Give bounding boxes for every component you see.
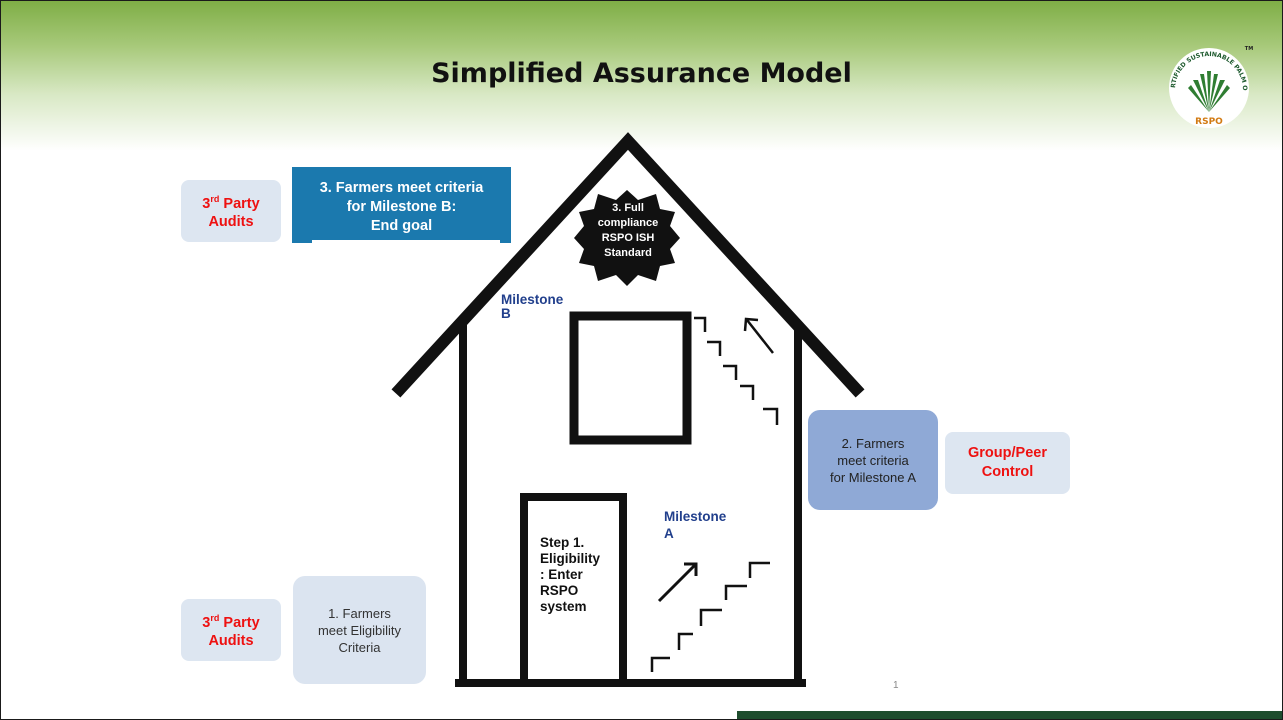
milestone-b-box-line2: for Milestone B: bbox=[346, 199, 457, 215]
footer-bar bbox=[737, 711, 1283, 720]
eligibility-box-line2: meet Eligibility bbox=[317, 622, 402, 638]
house-door bbox=[520, 493, 627, 687]
group-peer-control-box: Group/Peer Control bbox=[945, 432, 1070, 494]
upper-arrow-icon bbox=[743, 317, 774, 354]
logo-brand: RSPO bbox=[1195, 117, 1223, 127]
house-roof bbox=[391, 132, 865, 398]
milestone-b-criteria-box: 3. Farmers meet criteria for Milestone B… bbox=[292, 167, 511, 243]
milestone-b-label: Milestone B bbox=[501, 293, 563, 321]
milestone-b-box-line1: 3. Farmers meet criteria bbox=[319, 180, 484, 196]
milestone-a-box-line1: 2. Farmers bbox=[841, 435, 905, 451]
milestone-a-box-line2: meet criteria bbox=[837, 452, 909, 468]
milestone-b-box-underline bbox=[312, 240, 500, 243]
milestone-b-label-line2: B bbox=[501, 306, 511, 321]
audits-bottom-line1: 3rd Party bbox=[202, 612, 260, 631]
peer-control-line2: Control bbox=[981, 464, 1034, 480]
full-compliance-line2: compliance bbox=[597, 217, 659, 229]
rspo-logo: CERTIFIED SUSTAINABLE PALM OIL RSPO TM bbox=[1163, 40, 1253, 128]
palm-leaves-icon bbox=[1188, 71, 1230, 112]
full-compliance-line3: RSPO ISH bbox=[601, 232, 655, 244]
milestone-a-box-line3: for Milestone A bbox=[830, 469, 916, 485]
page-number: 1 bbox=[893, 680, 899, 691]
peer-control-line1: Group/Peer bbox=[968, 445, 1047, 461]
audits-top-line1: 3rd Party bbox=[202, 193, 260, 212]
milestone-b-label-line1: Milestone bbox=[501, 292, 564, 307]
lower-arrow-icon bbox=[657, 562, 698, 603]
milestone-a-label-line1: Milestone bbox=[664, 509, 727, 524]
door-line2: Eligibility bbox=[540, 551, 601, 566]
eligibility-box-line1: 1. Farmers bbox=[328, 605, 391, 621]
audits-top-line2: Audits bbox=[208, 214, 254, 231]
door-line3: : Enter bbox=[540, 567, 583, 582]
third-party-audits-top-box: 3rd Party Audits bbox=[181, 180, 281, 242]
lower-staircase-icon bbox=[650, 561, 770, 672]
milestone-b-box-line3: End goal bbox=[370, 218, 433, 234]
third-party-audits-bottom-box: 3rd Party Audits bbox=[181, 599, 281, 661]
slide-title: Simplified Assurance Model bbox=[431, 58, 852, 89]
eligibility-box-line3: Criteria bbox=[338, 639, 381, 655]
full-compliance-text: 3. Full compliance RSPO ISH Standard bbox=[585, 201, 671, 261]
upper-staircase-icon bbox=[694, 316, 779, 425]
compliance-starburst bbox=[574, 190, 680, 286]
milestone-a-criteria-box: 2. Farmers meet criteria for Milestone A bbox=[808, 410, 938, 510]
full-compliance-line4: Standard bbox=[604, 247, 652, 259]
logo-trademark: TM bbox=[1245, 46, 1253, 52]
full-compliance-line1: 3. Full bbox=[612, 202, 644, 214]
milestone-a-label: Milestone A bbox=[664, 508, 726, 542]
door-line4: RSPO bbox=[540, 583, 579, 598]
door-line1: Step 1. bbox=[540, 535, 585, 550]
door-step-text: Step 1. Eligibility : Enter RSPO system bbox=[540, 535, 630, 615]
milestone-a-label-line2: A bbox=[664, 526, 674, 541]
header-band bbox=[1, 1, 1282, 151]
door-line5: system bbox=[540, 599, 587, 614]
audits-bottom-line2: Audits bbox=[208, 633, 254, 650]
eligibility-criteria-box: 1. Farmers meet Eligibility Criteria bbox=[293, 576, 426, 684]
house-window bbox=[569, 311, 692, 445]
